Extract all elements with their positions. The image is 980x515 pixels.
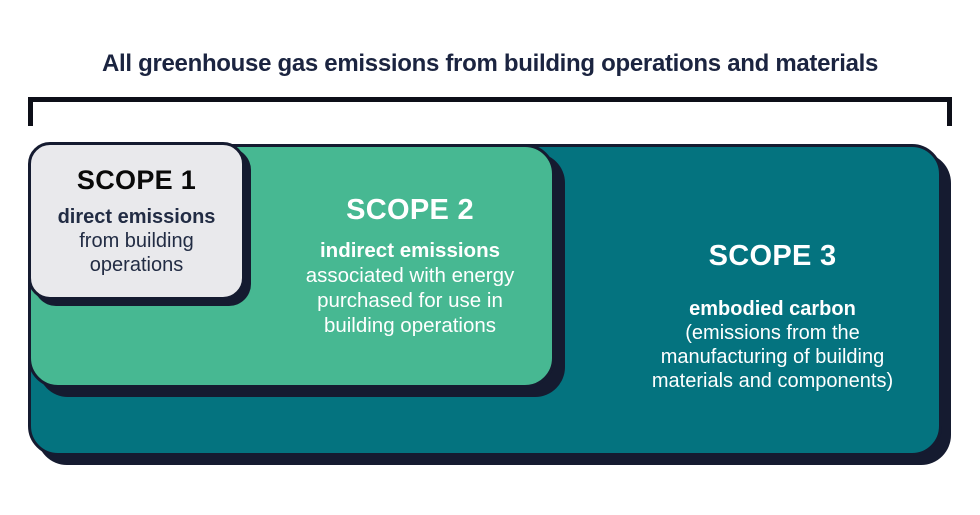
scope2-line: associated with energy (305, 264, 515, 287)
scope1-emphasis: direct emissions (57, 206, 216, 228)
scope1-line: from building (79, 230, 194, 252)
scope2-heading: SCOPE 2 (346, 194, 474, 226)
scope3-text-block: SCOPE 3 embodied carbon (emissions from … (600, 240, 945, 393)
scope3-line: (emissions from the (685, 322, 860, 344)
diagram-title: All greenhouse gas emissions from buildi… (101, 50, 879, 77)
scope2-line: building operations (323, 314, 497, 337)
scope1-box (28, 142, 245, 300)
scope2-line: purchased for use in (317, 289, 503, 312)
scope3-line: manufacturing of building (660, 346, 885, 368)
scope3-heading: SCOPE 3 (708, 240, 837, 272)
scope3-emphasis: embodied carbon (689, 298, 856, 320)
top-bracket (28, 97, 952, 126)
scope1-heading: SCOPE 1 (76, 165, 197, 195)
scope1-line: operations (89, 254, 184, 276)
scope3-line: materials and components) (651, 370, 894, 392)
scope1-text-block: SCOPE 1 direct emissions from building o… (28, 164, 245, 277)
scope2-emphasis: indirect emissions (319, 239, 500, 262)
scope2-text-block: SCOPE 2 indirect emissions associated wi… (255, 194, 565, 338)
